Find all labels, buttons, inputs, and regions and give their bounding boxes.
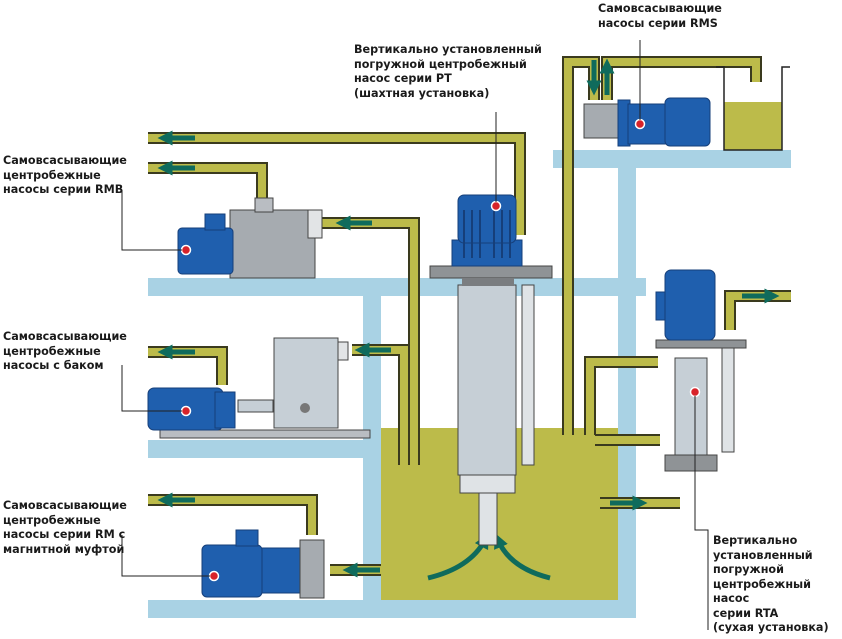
floor-bottom-level [148,600,618,618]
flow-arrow-icon [494,533,551,581]
pump-marker-icon [208,570,220,582]
pipe-tank-discharge [148,346,228,385]
column-left [363,296,381,618]
label-rm-pumps: Самовсасывающие центробежные насосы сери… [3,499,127,556]
pump-marker-icon [634,118,646,130]
label-rmb-pumps: Самовсасывающие центробежные насосы сери… [3,154,127,196]
pump-rta [655,269,747,472]
pump-marker-icon [180,244,192,256]
pipe-rm-discharge [148,494,318,535]
floor-tank-level [148,440,380,458]
pump-rmb [177,197,323,279]
column-right [618,168,636,618]
pump-marker-icon [180,405,192,417]
pump-with-tank [147,337,371,439]
pump-rms [583,97,711,147]
rms-receiving-tank [716,66,790,151]
pump-marker-icon [490,200,502,212]
pump-rm [201,529,325,599]
pump-marker-icon [689,386,701,398]
pump-pt [429,194,553,546]
label-rta-pump: Вертикально установленный погружной цент… [713,534,829,634]
pipe-rta-discharge [724,290,791,330]
pipe-rmb-discharge [148,162,268,205]
floor-rms-level [553,150,791,168]
label-rms-pumps: Самовсасывающие насосы серии RMS [598,2,722,30]
leader-lines [121,40,709,630]
label-tank-pumps: Самовсасывающие центробежные насосы с ба… [3,330,127,372]
label-pt-pump: Вертикально установленный погружной цент… [354,43,542,100]
pipe-rms-discharge [601,56,762,100]
